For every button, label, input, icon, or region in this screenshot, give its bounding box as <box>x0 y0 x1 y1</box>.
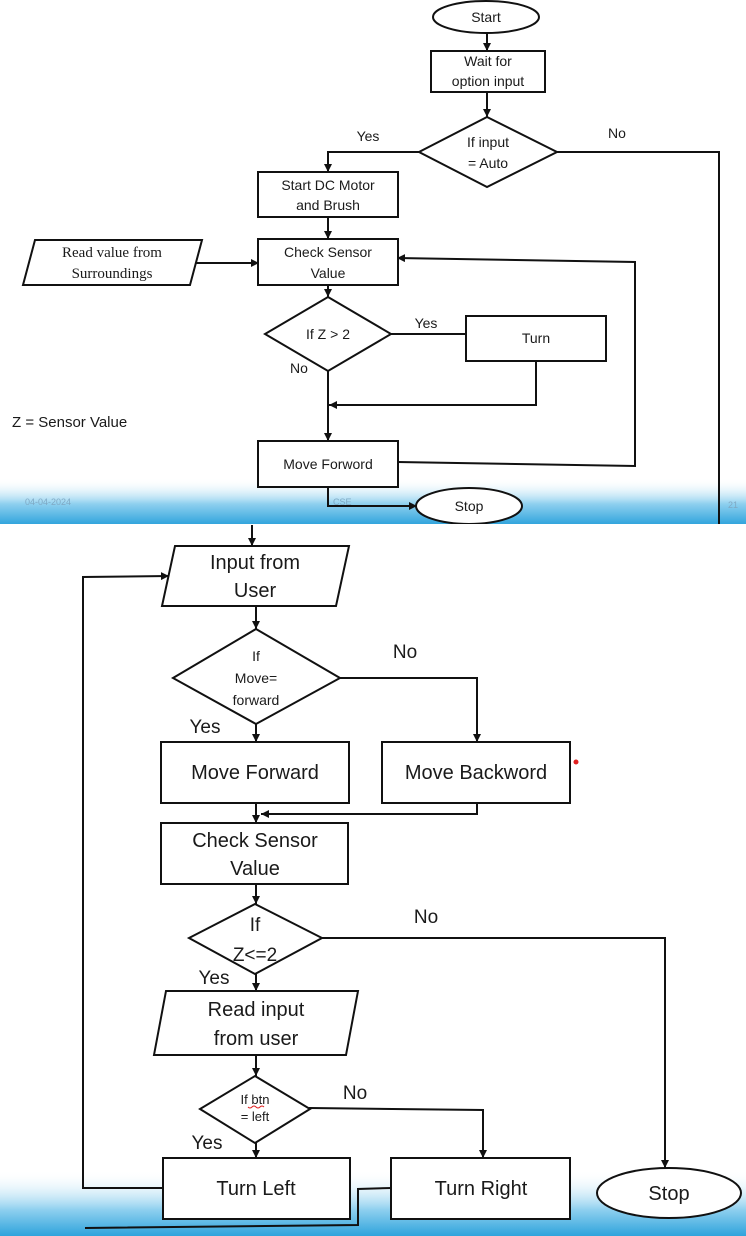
turn-left-box <box>162 1157 351 1220</box>
turn-right-text: Turn Right <box>435 1178 528 1200</box>
read-input-io <box>152 990 360 1056</box>
turn-process <box>465 315 607 362</box>
auto-decision-line2: = Auto <box>468 155 508 171</box>
stop-label-bottom: Stop <box>648 1183 689 1205</box>
read-surroundings-line2: Surroundings <box>72 266 153 282</box>
move-forward-label: Move Forword <box>283 456 372 472</box>
bottom-flowchart: Input from User If Move= forward No Yes … <box>0 525 746 1236</box>
no-label-auto: No <box>608 125 626 141</box>
read-input-line2: from user <box>214 1028 299 1050</box>
line-right-loop <box>84 1186 393 1230</box>
read-surroundings-io <box>21 239 204 286</box>
start-motor-line1: Start DC Motor <box>281 177 375 193</box>
yes-label-move: Yes <box>190 717 221 738</box>
move-decision-line3: forward <box>233 692 280 708</box>
yes-label-auto: Yes <box>357 128 380 144</box>
z-decision-bottom-line2: Z<=2 <box>233 945 277 966</box>
input-from-user-io <box>160 545 351 607</box>
yes-label-z-bottom: Yes <box>199 968 230 989</box>
turn-right-box <box>390 1157 571 1220</box>
auto-decision-line1: If input <box>467 134 509 150</box>
check-sensor-box <box>160 822 349 885</box>
arrow-yes-auto <box>324 151 421 172</box>
arrow-loop-back <box>396 254 636 468</box>
auto-decision <box>416 115 560 189</box>
start-terminal <box>432 0 540 34</box>
wait-label-line2: option input <box>452 73 525 89</box>
move-backward-text: Move Backword <box>405 762 547 784</box>
stop-label-top: Stop <box>455 498 484 514</box>
footer-date: 04-04-2024 <box>25 497 71 507</box>
footer-page-number: 21 <box>728 500 738 510</box>
arrow-no-right <box>308 1106 487 1158</box>
yes-label-btn: Yes <box>192 1133 223 1154</box>
turn-left-text: Turn Left <box>216 1178 296 1200</box>
no-label-z-bottom: No <box>414 907 438 928</box>
move-forward-box <box>160 741 350 804</box>
no-label-z: No <box>290 360 308 376</box>
arrow-no-backward <box>339 677 481 742</box>
z-decision-label: If Z > 2 <box>306 326 350 342</box>
wait-label-line1: Wait for <box>464 53 512 69</box>
btn-decision <box>198 1074 312 1145</box>
arrow-to-stop <box>327 487 417 510</box>
spellcheck-squiggle <box>247 1105 265 1109</box>
move-backward-box <box>381 741 571 804</box>
btn-decision-line1: If btn <box>241 1092 270 1107</box>
no-label-btn: No <box>343 1083 367 1104</box>
stop-terminal-bottom <box>596 1167 742 1219</box>
check-sensor-line2: Value <box>311 265 346 281</box>
move-forward-text: Move Forward <box>191 762 319 784</box>
btn-decision-line2: = left <box>241 1109 270 1124</box>
read-surroundings-line1: Read value from <box>62 245 162 261</box>
arrow-backward-to-check <box>261 803 478 818</box>
check-sensor-bottom-line1: Check Sensor <box>192 830 318 852</box>
arrow-left-loop <box>82 572 170 1189</box>
footer-center: CSE <box>333 497 352 507</box>
top-flowchart: 04-04-2024 CSE 21 Start Wait for option … <box>0 0 746 526</box>
move-decision <box>170 627 343 726</box>
no-label-move: No <box>393 642 417 663</box>
check-sensor-bottom-line2: Value <box>230 858 280 880</box>
turn-label: Turn <box>522 330 550 346</box>
wait-process <box>430 50 546 93</box>
start-motor-line2: and Brush <box>296 197 360 213</box>
move-decision-line2: Move= <box>235 670 277 686</box>
input-user-line1: Input from <box>210 552 300 574</box>
z-decision <box>263 295 393 373</box>
start-motor-process <box>257 171 399 218</box>
red-dot-marker <box>573 759 579 765</box>
arrow-no-to-stop <box>321 937 669 1168</box>
read-input-line1: Read input <box>208 999 305 1021</box>
z-decision-bottom <box>186 902 325 976</box>
arrow-turn-return <box>329 360 537 409</box>
check-sensor-line1: Check Sensor <box>284 244 372 260</box>
start-label: Start <box>471 9 501 25</box>
yes-label-z: Yes <box>415 315 438 331</box>
check-sensor-process <box>257 238 399 286</box>
line-no-auto <box>555 151 720 526</box>
move-forward-process <box>257 440 399 488</box>
sensor-legend: Z = Sensor Value <box>12 414 127 431</box>
z-decision-bottom-line1: If <box>250 915 261 936</box>
move-decision-line1: If <box>252 648 260 664</box>
input-user-line2: User <box>234 580 277 602</box>
